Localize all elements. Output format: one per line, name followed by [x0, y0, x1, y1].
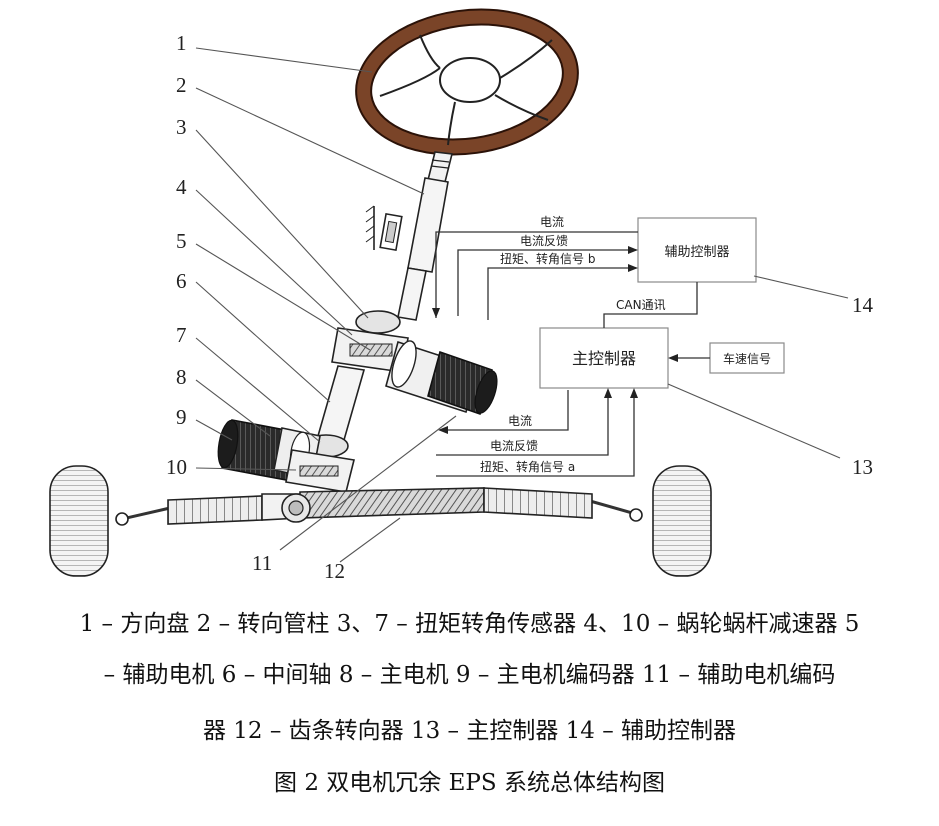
- callout-7: 7: [176, 323, 187, 347]
- legend-line-2: – 辅助电机 6 – 中间轴 8 – 主电机 9 – 主电机编码器 11 – 辅…: [103, 662, 836, 688]
- steering-wheel: [355, 8, 579, 156]
- left-wheel: [49, 465, 109, 577]
- callout-8: 8: [176, 365, 187, 389]
- callout-9: 9: [176, 405, 187, 429]
- signal-current-b: 电流: [540, 215, 564, 229]
- callout-4: 4: [176, 175, 187, 199]
- signal-feedback-b: 电流反馈: [520, 234, 568, 248]
- legend-line-1: 1 – 方向盘 2 – 转向管柱 3、7 – 扭矩转角传感器 4、10 – 蜗轮…: [79, 611, 860, 637]
- callout-13: 13: [852, 455, 873, 479]
- legend-line-3: 器 12 – 齿条转向器 13 – 主控制器 14 – 辅助控制器: [202, 718, 737, 744]
- arrowheads: [432, 246, 678, 434]
- main-controller-box: [539, 327, 669, 389]
- callout-2: 2: [176, 73, 187, 97]
- aux-controller-box: [637, 217, 757, 283]
- auxiliary-motor: [385, 340, 498, 416]
- callout-12: 12: [324, 559, 345, 583]
- signal-lines-aux: [435, 231, 710, 477]
- aux-controller-label: 辅助控制器: [664, 245, 729, 260]
- callout-3: 3: [176, 115, 187, 139]
- steering-column: [365, 151, 453, 321]
- torque-angle-sensor-upper: [355, 310, 401, 334]
- lower-worm-gear-reducer: [285, 449, 355, 493]
- callout-11: 11: [252, 551, 272, 575]
- signal-can: CAN通讯: [616, 298, 666, 312]
- signal-torque-a: 扭矩、转角信号 a: [480, 459, 575, 474]
- vehicle-speed-box: [709, 342, 785, 374]
- figure-title: 图 2 双电机冗余 EPS 系统总体结构图: [274, 770, 665, 796]
- signal-torque-b: 扭矩、转角信号 b: [500, 251, 595, 266]
- callout-10: 10: [166, 455, 187, 479]
- eps-structure-diagram: 辅助控制器 主控制器 车速信号 电流 电流反馈 扭矩、转角信号 b CAN通讯 …: [49, 8, 874, 583]
- intermediate-shaft: [316, 365, 366, 441]
- callout-6: 6: [176, 269, 187, 293]
- signal-feedback-a: 电流反馈: [490, 439, 538, 453]
- leader-lines: [195, 47, 849, 563]
- callout-1: 1: [176, 31, 187, 55]
- main-controller-label: 主控制器: [572, 349, 636, 368]
- callout-14: 14: [852, 293, 874, 317]
- vehicle-speed-label: 车速信号: [723, 351, 771, 366]
- rack-steering-gear: [115, 487, 643, 526]
- signal-current-a: 电流: [508, 414, 532, 428]
- right-wheel: [652, 465, 712, 577]
- callout-5: 5: [176, 229, 187, 253]
